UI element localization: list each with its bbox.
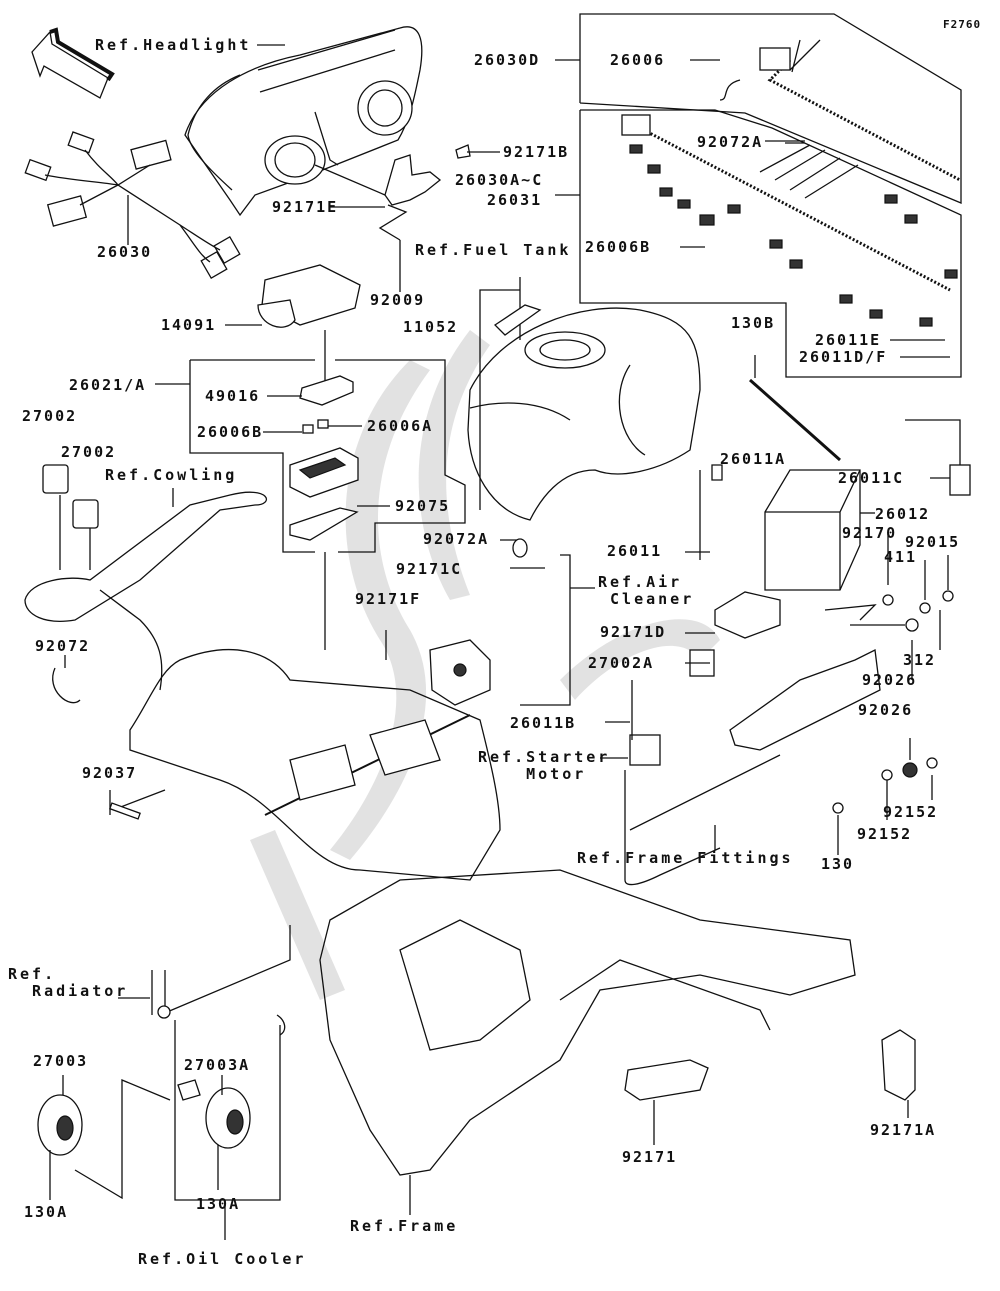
ref-air-cleaner-label[interactable]: Ref.Air Cleaner <box>598 573 695 608</box>
ref-cowling-label[interactable]: Ref.Cowling <box>105 466 238 484</box>
ref-frame-label[interactable]: Ref.Frame <box>350 1217 459 1235</box>
part-label-27002A[interactable]: 27002A <box>588 654 655 672</box>
part-label-92075[interactable]: 92075 <box>395 497 451 515</box>
leader-lines <box>52 44 954 855</box>
part-label-26011C[interactable]: 26011C <box>838 469 905 487</box>
battery-26012 <box>699 355 971 591</box>
horn-27003A <box>177 1075 251 1190</box>
clip-92171 <box>624 1059 709 1145</box>
part-label-26030A-C[interactable]: 26030A~C <box>455 171 544 189</box>
part-label-26011D-F[interactable]: 26011D/F <box>799 348 888 366</box>
ref-radiator-label[interactable]: Ref. Radiator <box>8 965 129 1000</box>
fuel-tank <box>467 277 701 521</box>
part-label-92072[interactable]: 92072 <box>35 637 91 655</box>
headlight-assembly <box>184 26 423 217</box>
part-label-26030D[interactable]: 26030D <box>474 51 541 69</box>
main-frame <box>129 639 856 1215</box>
part-label-92026-a[interactable]: 92026 <box>862 671 918 689</box>
part-label-312[interactable]: 312 <box>903 651 937 669</box>
part-label-26012[interactable]: 26012 <box>875 505 931 523</box>
part-label-92171[interactable]: 92171 <box>622 1148 678 1166</box>
part-label-130A-a[interactable]: 130A <box>24 1203 69 1221</box>
part-label-92072A[interactable]: 92072A <box>697 133 764 151</box>
horn-bracket <box>118 925 291 1240</box>
front-arrow-icon <box>31 27 115 99</box>
part-label-92072A-mid[interactable]: 92072A <box>423 530 490 548</box>
fuse-box-26021A-group <box>155 359 466 650</box>
part-label-26006B-mid[interactable]: 26006B <box>197 423 264 441</box>
part-label-92026-b[interactable]: 92026 <box>858 701 914 719</box>
starter-relay <box>520 554 721 886</box>
part-label-26011E[interactable]: 26011E <box>815 331 882 349</box>
part-label-92037[interactable]: 92037 <box>82 764 138 782</box>
part-label-92171F[interactable]: 92171F <box>355 590 422 608</box>
part-label-92009[interactable]: 92009 <box>370 291 426 309</box>
ref-frame-fittings-label[interactable]: Ref.Frame Fittings <box>577 849 794 867</box>
part-label-130[interactable]: 130 <box>821 855 855 873</box>
battery-case <box>629 591 905 850</box>
horn-27003 <box>37 1075 171 1200</box>
part-label-92171A[interactable]: 92171A <box>870 1121 937 1139</box>
part-label-92171D[interactable]: 92171D <box>600 623 667 641</box>
part-label-11052[interactable]: 11052 <box>403 318 459 336</box>
clamp-92171B <box>455 144 471 159</box>
ref-headlight-label[interactable]: Ref.Headlight <box>95 36 252 54</box>
harness-26030 <box>24 131 241 280</box>
figure-code: F2760 <box>943 18 982 31</box>
ref-starter-motor-label[interactable]: Ref.Starter Motor <box>478 748 611 783</box>
part-label-27003[interactable]: 27003 <box>33 1052 89 1070</box>
harness-26030D-box <box>555 13 962 204</box>
part-label-27003A[interactable]: 27003A <box>184 1056 251 1074</box>
part-label-130B[interactable]: 130B <box>731 314 776 332</box>
cover-92171A <box>881 1029 916 1118</box>
part-label-26006[interactable]: 26006 <box>610 51 666 69</box>
part-label-92171E[interactable]: 92171E <box>272 198 339 216</box>
part-label-26011B[interactable]: 26011B <box>510 714 577 732</box>
ref-fuel-tank-label[interactable]: Ref.Fuel Tank <box>415 241 572 259</box>
part-label-26030[interactable]: 26030 <box>97 243 153 261</box>
bracket-92171E <box>314 154 442 292</box>
relay-box-14091 <box>225 264 361 385</box>
part-label-14091[interactable]: 14091 <box>161 316 217 334</box>
part-label-26006A[interactable]: 26006A <box>367 417 434 435</box>
part-label-27002-a[interactable]: 27002 <box>22 407 78 425</box>
part-label-92152-a[interactable]: 92152 <box>883 803 939 821</box>
part-label-26011A[interactable]: 26011A <box>720 450 787 468</box>
part-label-26011[interactable]: 26011 <box>607 542 663 560</box>
part-label-26006B[interactable]: 26006B <box>585 238 652 256</box>
part-label-92015[interactable]: 92015 <box>905 533 961 551</box>
part-label-92152-b[interactable]: 92152 <box>857 825 913 843</box>
part-label-26031[interactable]: 26031 <box>487 191 543 209</box>
part-label-92171B[interactable]: 92171B <box>503 143 570 161</box>
ref-oil-cooler-label[interactable]: Ref.Oil Cooler <box>138 1250 307 1268</box>
cowling-stay <box>24 464 268 691</box>
harness-26030A-C-box <box>555 109 962 378</box>
part-label-411[interactable]: 411 <box>884 548 918 566</box>
part-label-130A-b[interactable]: 130A <box>196 1195 241 1213</box>
part-label-26021-A[interactable]: 26021/A <box>69 376 147 394</box>
part-label-92170[interactable]: 92170 <box>842 524 898 542</box>
part-label-92171C[interactable]: 92171C <box>396 560 463 578</box>
part-label-27002-b[interactable]: 27002 <box>61 443 117 461</box>
part-label-49016[interactable]: 49016 <box>205 387 261 405</box>
